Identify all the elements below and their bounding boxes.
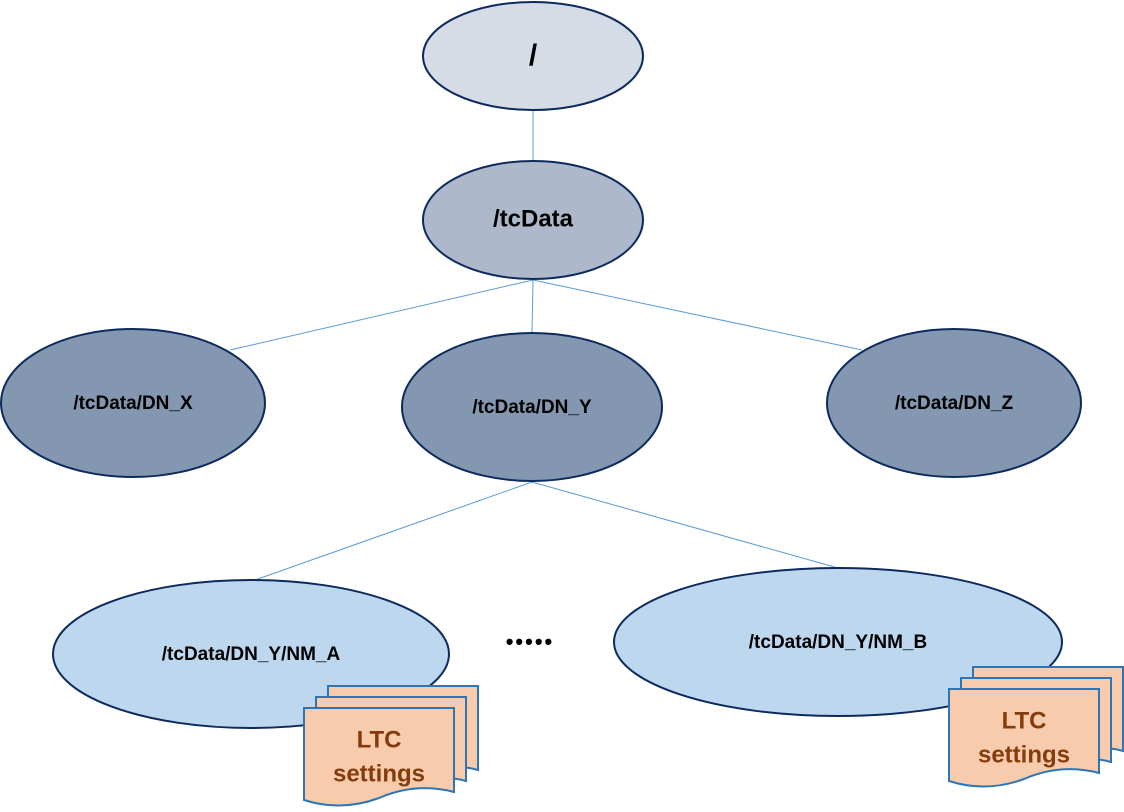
node-dn-y: /tcData/DN_Y	[401, 332, 663, 482]
node-dn-y-shape	[401, 332, 663, 482]
node-dn-y-label: /tcData/DN_Y	[472, 397, 592, 418]
document-page-front	[948, 688, 1100, 788]
document-label-line1: LTC	[357, 726, 402, 753]
edge-tcdata-dn-y	[531, 279, 534, 334]
node-nm-b-label: /tcData/DN_Y/NM_B	[749, 632, 927, 653]
edge-dn-y-nm-b	[531, 481, 839, 569]
document-page-front	[303, 707, 455, 807]
node-tcdata-shape	[422, 160, 644, 280]
tree-edges	[229, 110, 863, 581]
node-root: /	[422, 1, 644, 111]
document-label-line1: LTC	[1002, 707, 1047, 734]
node-nm-b: /tcData/DN_Y/NM_B	[613, 567, 1063, 717]
edge-tcdata-dn-x	[229, 279, 534, 351]
node-root-shape	[422, 1, 644, 111]
node-tcdata-label: /tcData	[493, 205, 574, 232]
node-dn-x-label: /tcData/DN_X	[73, 393, 193, 414]
node-nm-a-label: /tcData/DN_Y/NM_A	[162, 644, 341, 665]
node-dn-x-shape	[0, 328, 266, 478]
ltc-settings-document-stack-b: LTC settings	[948, 666, 1124, 788]
document-label-line2: settings	[333, 760, 425, 787]
node-dn-z: /tcData/DN_Z	[826, 328, 1082, 478]
node-tcdata: /tcData	[422, 160, 644, 280]
node-dn-z-shape	[826, 328, 1082, 478]
node-dn-z-label: /tcData/DN_Z	[895, 393, 1014, 414]
edge-dn-y-nm-a	[254, 481, 533, 581]
node-nm-b-shape	[613, 567, 1063, 717]
siblings-ellipsis: •••••	[506, 629, 555, 654]
edge-tcdata-dn-z	[532, 279, 863, 351]
document-label-line2: settings	[978, 741, 1070, 768]
ltc-settings-document-stack-a: LTC settings	[303, 685, 479, 807]
node-dn-x: /tcData/DN_X	[0, 328, 266, 478]
node-root-label: /	[529, 39, 538, 72]
